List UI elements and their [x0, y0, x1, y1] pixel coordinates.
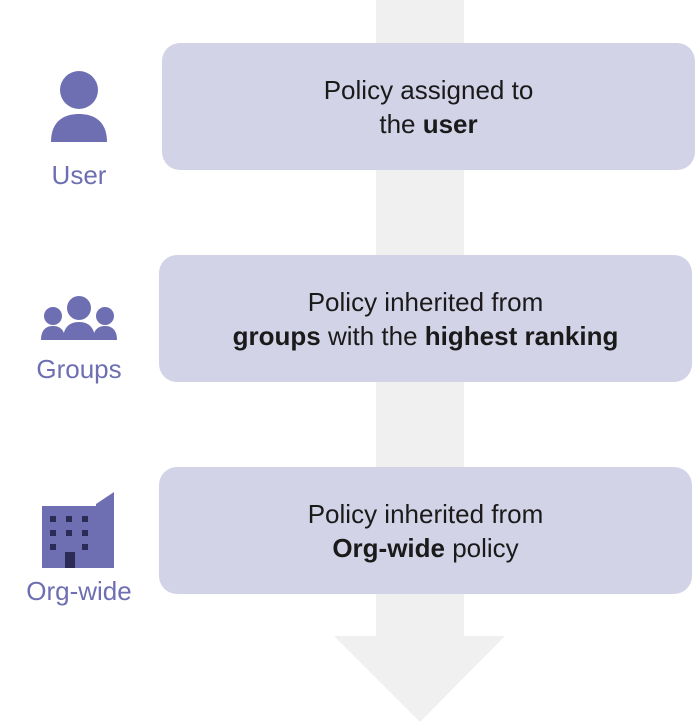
building-icon: [42, 492, 114, 568]
level-org-wide-box: Policy inherited from Org-wide policy: [159, 467, 692, 594]
level-org-wide-line2: Org-wide policy: [332, 532, 519, 563]
level-groups-box: Policy inherited from groups with the hi…: [159, 255, 692, 382]
level-org-wide-line1: Policy inherited from: [307, 498, 544, 529]
level-user-icon-group: User: [0, 70, 158, 190]
level-groups-icon-group: Groups: [0, 296, 158, 384]
level-user-label: User: [51, 160, 107, 190]
user-icon: [51, 71, 107, 142]
groups-icon: [41, 296, 117, 340]
level-groups-line2: groups with the highest ranking: [232, 320, 619, 351]
level-user-box: Policy assigned to the user: [162, 43, 695, 170]
level-user-line1: Policy assigned to: [323, 74, 534, 105]
level-groups-label: Groups: [36, 354, 122, 384]
level-groups-line1: Policy inherited from: [307, 286, 544, 317]
level-user-line2: the user: [379, 108, 478, 139]
level-org-wide-icon-group: Org-wide: [0, 492, 158, 606]
level-org-wide-label: Org-wide: [26, 576, 132, 606]
